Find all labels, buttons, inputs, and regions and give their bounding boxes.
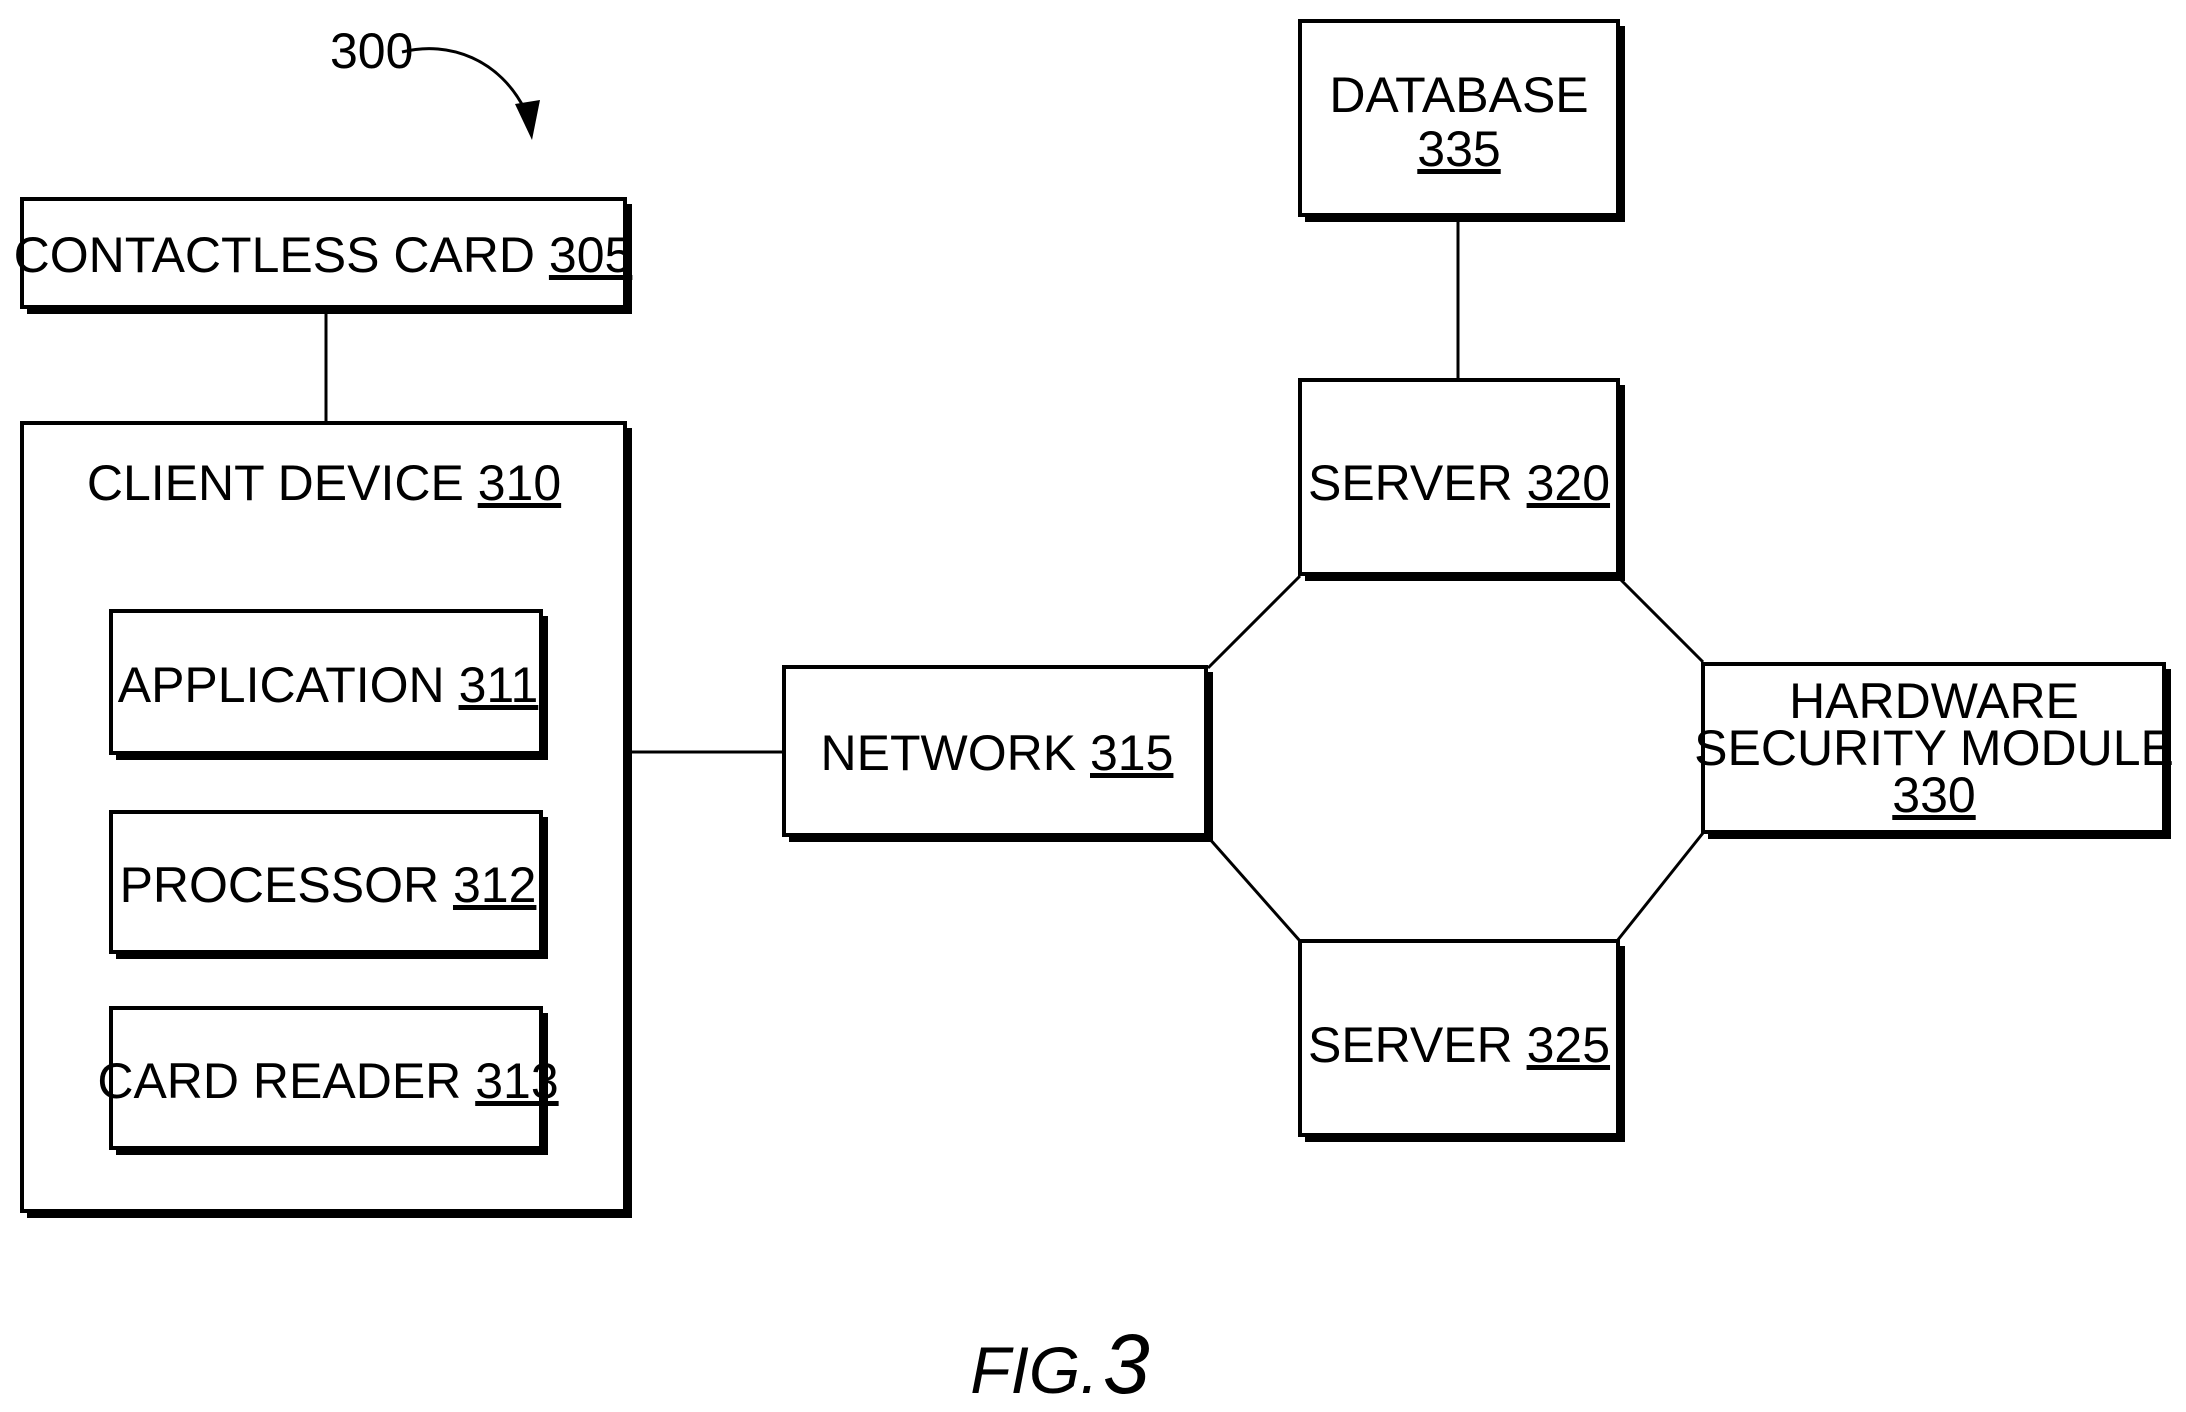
hsm-ref-label: 330 <box>1892 767 1975 823</box>
application-label: APPLICATION 311 <box>118 657 539 713</box>
card-reader-box: CARD READER 313 <box>97 1008 558 1155</box>
figure-reference-300: 300 <box>330 23 540 140</box>
reference-arrow-curve <box>402 49 525 110</box>
figure-ref-label: 300 <box>330 23 413 79</box>
hardware-security-module-box: HARDWARE SECURITY MODULE 330 <box>1694 664 2174 839</box>
link-server-320-to-hsm <box>1617 576 1703 662</box>
network-label: NETWORK 315 <box>821 725 1174 781</box>
server-320-label: SERVER 320 <box>1308 455 1610 511</box>
contactless-card-label: CONTACTLESS CARD 305 <box>14 227 633 283</box>
network-box: NETWORK 315 <box>784 667 1213 842</box>
database-name-label: DATABASE <box>1329 67 1588 123</box>
processor-box: PROCESSOR 312 <box>111 812 548 959</box>
database-box: DATABASE 335 <box>1300 21 1625 222</box>
reference-arrowhead <box>515 100 540 140</box>
card-reader-label: CARD READER 313 <box>97 1053 558 1109</box>
processor-label: PROCESSOR 312 <box>120 857 537 913</box>
figure-caption: FIG. 3 <box>970 1317 1150 1411</box>
client-device-label: CLIENT DEVICE 310 <box>87 455 561 511</box>
link-server-325-to-network <box>1208 837 1300 941</box>
link-hsm-to-server-325 <box>1617 833 1703 941</box>
database-ref-label: 335 <box>1417 121 1500 177</box>
link-network-to-server-320 <box>1208 576 1300 668</box>
server-325-label: SERVER 325 <box>1308 1017 1610 1073</box>
contactless-card-box: CONTACTLESS CARD 305 <box>14 199 633 314</box>
application-box: APPLICATION 311 <box>111 611 548 760</box>
server-325-box: SERVER 325 <box>1300 941 1625 1142</box>
server-320-box: SERVER 320 <box>1300 380 1625 581</box>
